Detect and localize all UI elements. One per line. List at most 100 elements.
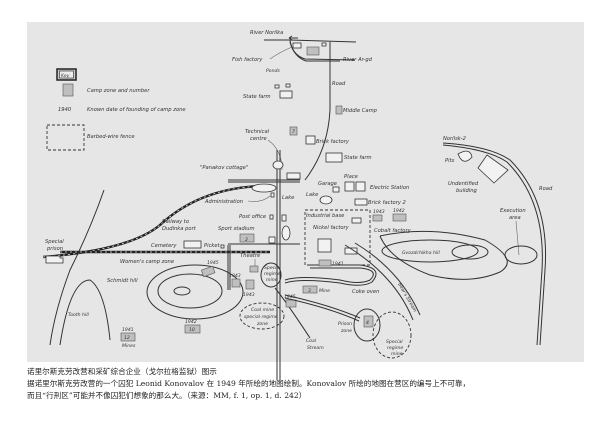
special-regime-fence xyxy=(372,311,412,359)
label-garage: Garage xyxy=(318,181,337,187)
south-area: Theatre Special regime mine 1943 1943 Co… xyxy=(229,242,421,359)
zone-number-prison: 4 xyxy=(366,320,369,326)
mine-road xyxy=(284,267,374,283)
label-srm-1: Special xyxy=(264,265,281,271)
label-srm-b3: mine xyxy=(391,351,403,357)
state-farm-1-building xyxy=(279,90,293,99)
label-execution-1: Execution xyxy=(500,208,526,214)
label-prison-zone-2: zone xyxy=(340,329,352,334)
caption-body-1: 据诺里尔斯克劳改营的一个囚犯 Leonid Konovalov 在 1949 年… xyxy=(27,379,471,388)
hill-contour-mid xyxy=(381,239,479,263)
label-coal-stream-2: Stream xyxy=(307,345,324,351)
label-pits: Pits xyxy=(445,158,455,164)
label-coal-mine-3: zone xyxy=(256,322,268,327)
year-theatre-left: 1943 xyxy=(229,273,241,279)
pond-1 xyxy=(274,84,280,89)
label-special-prison-2: prison xyxy=(46,246,63,252)
year-cobalt-b: 1942 xyxy=(393,208,405,214)
year-theatre-zone: 1943 xyxy=(243,292,255,298)
fish-factory-building xyxy=(292,42,302,49)
label-nickel-factory: Nickel factory xyxy=(313,225,350,231)
zone-number-technical: 7 xyxy=(292,129,295,135)
label-coke-oven: Coke oven xyxy=(352,289,379,295)
execution-area xyxy=(504,245,538,265)
label-electric-station: Electric Station xyxy=(370,185,409,191)
label-industrial-base: Industrial base xyxy=(306,213,344,219)
label-cobalt-factory: Cobalt factory xyxy=(374,228,412,234)
label-river-norilka: River Norilka xyxy=(250,30,283,36)
women-zone-box xyxy=(200,265,216,278)
year-cobalt-a: 1943 xyxy=(373,209,385,215)
schmidt-hill-outer xyxy=(146,264,244,320)
coke-oven-building xyxy=(344,247,358,255)
north-road xyxy=(304,42,331,181)
label-undentified-2: building xyxy=(456,188,477,194)
caption-title: 诺里尔斯克劳改营和采矿综合企业（戈尔拉格监狱）图示 xyxy=(27,367,217,376)
label-schmidt-hill: Schmidt hill xyxy=(107,278,138,284)
label-state-farm-2: State farm xyxy=(344,155,372,161)
label-picket: Picket xyxy=(204,243,221,249)
label-gvozdchikha-hill: Gvozdchikha hill xyxy=(402,250,440,256)
label-prison-zone-1: Prison xyxy=(338,321,352,327)
label-technical-2: centre xyxy=(250,136,267,142)
label-mine-3: Mine xyxy=(319,288,330,294)
label-panakov-cottage: "Panakov cottage" xyxy=(200,165,248,171)
legend-camp-zone-icon xyxy=(62,83,74,97)
label-undentified-1: Undentified xyxy=(448,181,479,187)
legend-fence-icon xyxy=(46,124,85,151)
special-prison-building xyxy=(45,255,64,264)
label-srm-b2: regime xyxy=(387,345,403,351)
label-special-prison-1: Special xyxy=(45,239,64,245)
middle-camp-zone xyxy=(335,105,343,115)
label-ponds: Ponds xyxy=(266,68,280,74)
state-farm-2-building xyxy=(325,152,343,163)
river-norilka-bank xyxy=(289,41,340,62)
label-cemetery: Cemetery xyxy=(151,243,177,249)
label-fish-factory: Fish factory xyxy=(232,57,263,63)
label-bear-stream: Bear's Stream xyxy=(396,282,418,314)
river-upper-line xyxy=(289,39,357,43)
label-middle-camp: Middle Camp xyxy=(343,108,378,114)
bear-stream xyxy=(354,242,421,316)
year-bottom-a: 1941 xyxy=(122,327,134,333)
year-mine-zone: 1945 xyxy=(284,294,296,300)
zone-number-mines: 12 xyxy=(124,335,130,341)
caption-body-2: 而且“行刑区”可能并不像囚犯们想象的那么大。（来源：MM, f. 1, op. … xyxy=(27,391,307,400)
west-river xyxy=(49,189,105,346)
prison-road xyxy=(284,294,361,319)
east-area: Norilsk-2 Road Pits Undentified building… xyxy=(379,136,553,346)
label-road-north: Road xyxy=(332,81,346,87)
legend-camp-zone-label: Camp zone and number xyxy=(87,88,150,94)
cemetery-zone xyxy=(239,233,255,243)
hill-contour-inner xyxy=(451,244,489,260)
mine-3-zone xyxy=(302,285,318,294)
schmidt-hill-mid xyxy=(157,273,223,309)
label-river-angd: River Ar-gd xyxy=(343,57,373,63)
schmidt-hill-inner xyxy=(173,286,191,296)
label-brick-factory-2: Brick factory 2 xyxy=(368,200,406,206)
label-norilsk-2: Norilsk-2 xyxy=(443,136,466,142)
river-zone xyxy=(306,46,320,56)
year-bottom-b: 1942 xyxy=(185,319,197,325)
mines-zone xyxy=(120,332,136,342)
zone-number-mine-3: 3 xyxy=(308,288,311,294)
round-building xyxy=(272,160,284,170)
brick-factory-building xyxy=(305,135,316,145)
west-area: Special prison Women's camp zone Schmidt… xyxy=(45,189,244,349)
label-srm-3: mine xyxy=(266,277,278,283)
label-srm-b1: Special xyxy=(386,339,403,345)
zone-number-1942: 10 xyxy=(189,327,195,333)
sport-stadium xyxy=(281,225,291,241)
figure-caption: 诺里尔斯克劳改营和采矿综合企业（戈尔拉格监狱）图示 据诺里尔斯克劳改营的一个囚犯… xyxy=(27,366,587,402)
label-srm-2: regime xyxy=(264,271,280,277)
label-theatre: Theatre xyxy=(240,253,260,259)
label-sport-stadium: Sport stadium xyxy=(218,226,255,232)
label-road-east: Road xyxy=(539,186,553,192)
label-coal-stream-1: Coal xyxy=(306,338,317,344)
coke-zone xyxy=(318,259,332,267)
legend-key-label: Key xyxy=(61,73,70,79)
label-lake-1: Lake xyxy=(282,195,294,201)
prison-zone-ring xyxy=(353,308,381,342)
label-post-office: Post office xyxy=(239,214,266,220)
